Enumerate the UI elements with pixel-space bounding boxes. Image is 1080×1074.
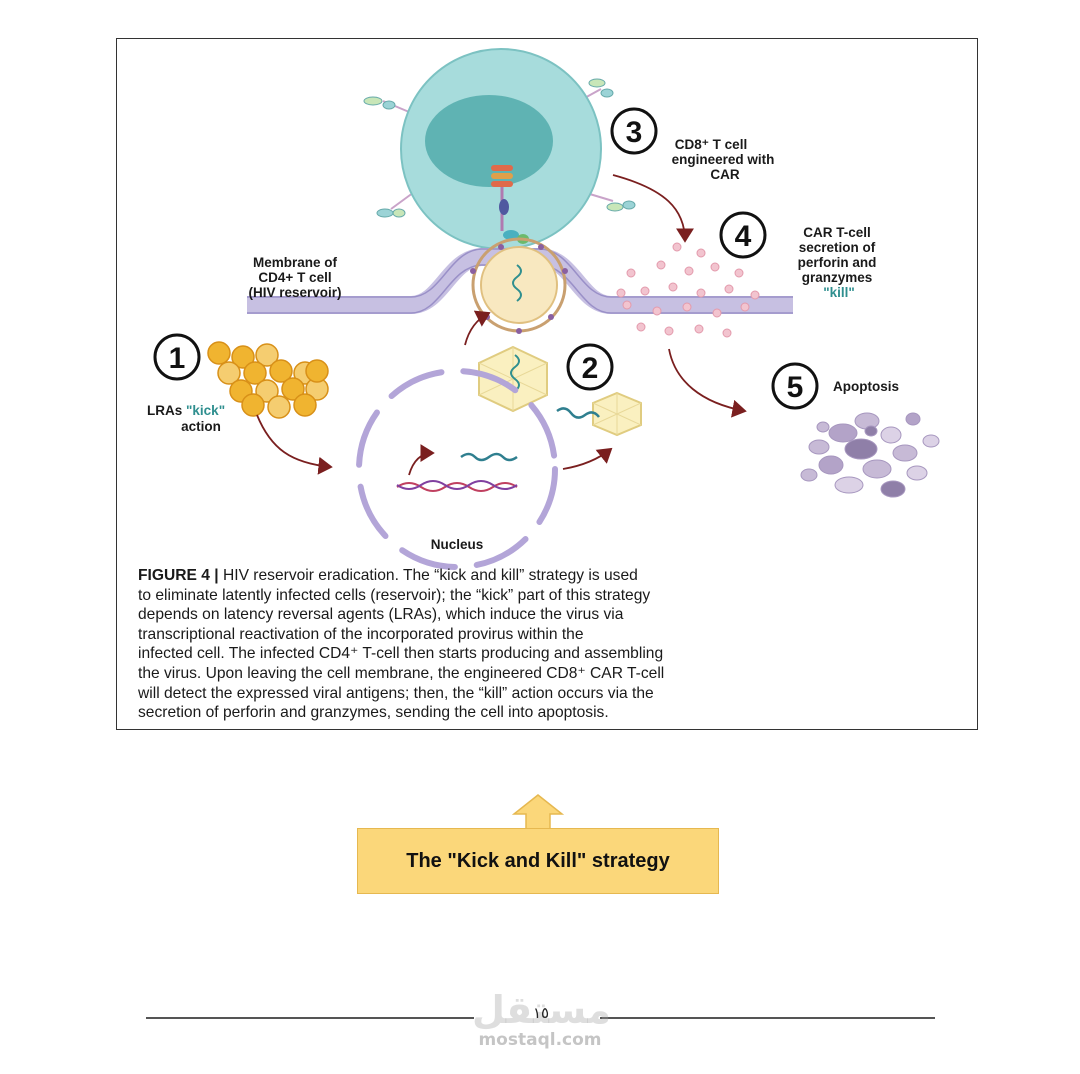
viral-capsid-large	[478, 345, 548, 413]
step-3-label-line-1: CD8⁺ T cell	[675, 137, 747, 152]
caption-line-1: FIGURE 4 | HIV reservoir eradication. Th…	[138, 566, 948, 586]
step-4-label-line-1: CAR T-cell	[803, 225, 871, 240]
figure-caption: FIGURE 4 | HIV reservoir eradication. Th…	[138, 566, 948, 723]
callout-up-arrow	[512, 794, 564, 830]
reservoir-cells	[207, 341, 329, 419]
step-1-label-line-2: action	[181, 419, 221, 434]
step-4-label-line-3: perforin and	[798, 255, 877, 270]
step-3-label-line-3: CAR	[710, 167, 739, 182]
step-1-label: LRAs "kick" action	[147, 403, 225, 434]
transcribed-rna	[460, 452, 518, 462]
watermark-logo-arabic: مستقل	[472, 988, 611, 1032]
step-2-badge: 2	[566, 343, 614, 391]
apoptotic-cell	[800, 412, 940, 498]
budding-virion	[470, 237, 568, 334]
caption-line-3: depends on latency reversal agents (LRAs…	[138, 606, 624, 624]
watermark-logo-latin: mostaql.com	[478, 1030, 602, 1050]
membrane-label-line-1: Membrane of	[253, 255, 338, 270]
process-arrows	[256, 174, 747, 476]
step-2-number: 2	[582, 352, 599, 385]
caption-line-6: the virus. Upon leaving the cell membran…	[138, 664, 665, 682]
perforin-granzyme-particles	[616, 242, 760, 338]
kick-and-kill-diagram: 3 4 1 2 5 CD8⁺ T cell engineered with CA…	[147, 48, 940, 570]
step-3-label: CD8⁺ T cell engineered with CAR	[672, 137, 775, 182]
footer-divider-left	[146, 1017, 474, 1019]
page-number: ١٥	[532, 1004, 550, 1022]
callout-box: The "Kick and Kill" strategy	[357, 828, 719, 894]
footer-divider-right	[600, 1017, 935, 1019]
callout-title: The "Kick and Kill" strategy	[406, 849, 670, 872]
step-5-label: Apoptosis	[833, 379, 899, 394]
membrane-label: Membrane of CD4+ T cell (HIV reservoir)	[248, 255, 341, 300]
step-1-badge: 1	[153, 333, 201, 381]
step-4-kill-label: "kill"	[823, 285, 855, 300]
step-4-label: CAR T-cell secretion of perforin and gra…	[798, 225, 877, 300]
caption-line-2: to eliminate latently infected cells (re…	[138, 586, 651, 604]
step-1-number: 1	[169, 342, 186, 375]
membrane-label-line-3: (HIV reservoir)	[248, 285, 341, 300]
step-4-badge: 4	[719, 211, 767, 259]
step-4-label-line-2: secretion of	[799, 240, 876, 255]
step-1-label-line-1: LRAs "kick"	[147, 403, 225, 418]
caption-lead: FIGURE 4 |	[138, 567, 219, 584]
caption-line-8: secretion of perforin and granzymes, sen…	[138, 704, 609, 722]
step-4-label-line-4: granzymes	[802, 270, 873, 285]
step-3-label-line-2: engineered with	[672, 152, 775, 167]
step-5-number: 5	[787, 371, 804, 404]
viral-capsid-small	[592, 391, 642, 437]
nucleus	[356, 368, 558, 570]
cd8-t-cell	[363, 48, 636, 250]
nucleus-label: Nucleus	[431, 537, 484, 552]
figure-frame: 3 4 1 2 5 CD8⁺ T cell engineered with CA…	[116, 38, 978, 730]
caption-line-7: will detect the expressed viral antigens…	[138, 684, 654, 702]
caption-line-5: infected cell. The infected CD4⁺ T-cell …	[138, 645, 664, 663]
caption-text-1: HIV reservoir eradication. The “kick and…	[222, 567, 638, 584]
caption-line-4: transcriptional reactivation of the inco…	[138, 625, 584, 643]
step-3-number: 3	[626, 116, 643, 149]
step-3-badge: 3	[610, 107, 658, 155]
step-5-badge: 5	[771, 362, 819, 410]
membrane-label-line-2: CD4+ T cell	[258, 270, 331, 285]
viral-rna-strand	[556, 407, 600, 419]
step-4-number: 4	[735, 220, 752, 253]
